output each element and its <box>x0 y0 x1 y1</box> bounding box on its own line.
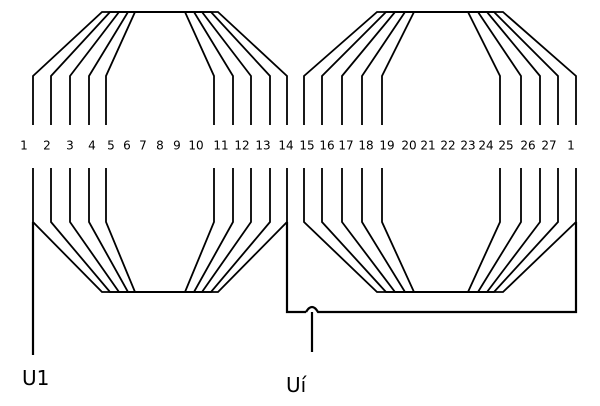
slot-label-2: 2 <box>43 139 51 153</box>
slot-label-18: 18 <box>358 139 373 153</box>
slot-label-19: 19 <box>379 139 394 153</box>
right-coil-5 <box>381 11 501 293</box>
slot-label-7: 7 <box>139 139 147 153</box>
terminal-u1-prime-label: Uí <box>286 373 308 397</box>
slot-label-13: 13 <box>255 139 270 153</box>
slot-label-14: 14 <box>278 139 293 153</box>
slot-label-28: 1 <box>567 139 575 153</box>
slot-label-6: 6 <box>123 139 131 153</box>
slot-label-5: 5 <box>107 139 115 153</box>
terminal-u1-label: U1 <box>22 366 49 390</box>
slot-label-1: 1 <box>20 139 28 153</box>
slot-label-15: 15 <box>299 139 314 153</box>
link-wire-right <box>305 222 578 314</box>
slot-label-9: 9 <box>173 139 181 153</box>
slot-label-11: 11 <box>213 139 228 153</box>
link-wire-left <box>285 222 306 314</box>
slot-label-17: 17 <box>338 139 353 153</box>
slot-label-23: 23 <box>460 139 475 153</box>
slot-label-20: 20 <box>401 139 416 153</box>
connection-wires <box>31 222 578 355</box>
left-coil-5 <box>105 11 215 293</box>
slot-label-10: 10 <box>188 139 203 153</box>
slot-label-4: 4 <box>88 139 96 153</box>
slot-label-27: 27 <box>541 139 556 153</box>
slot-label-8: 8 <box>156 139 164 153</box>
slot-label-22: 22 <box>440 139 455 153</box>
slot-label-21: 21 <box>420 139 435 153</box>
coil-group <box>32 11 577 293</box>
slot-label-16: 16 <box>319 139 334 153</box>
slot-label-25: 25 <box>498 139 513 153</box>
slot-label-24: 24 <box>478 139 493 153</box>
slot-label-3: 3 <box>66 139 74 153</box>
slot-label-26: 26 <box>520 139 535 153</box>
slot-label-12: 12 <box>234 139 249 153</box>
